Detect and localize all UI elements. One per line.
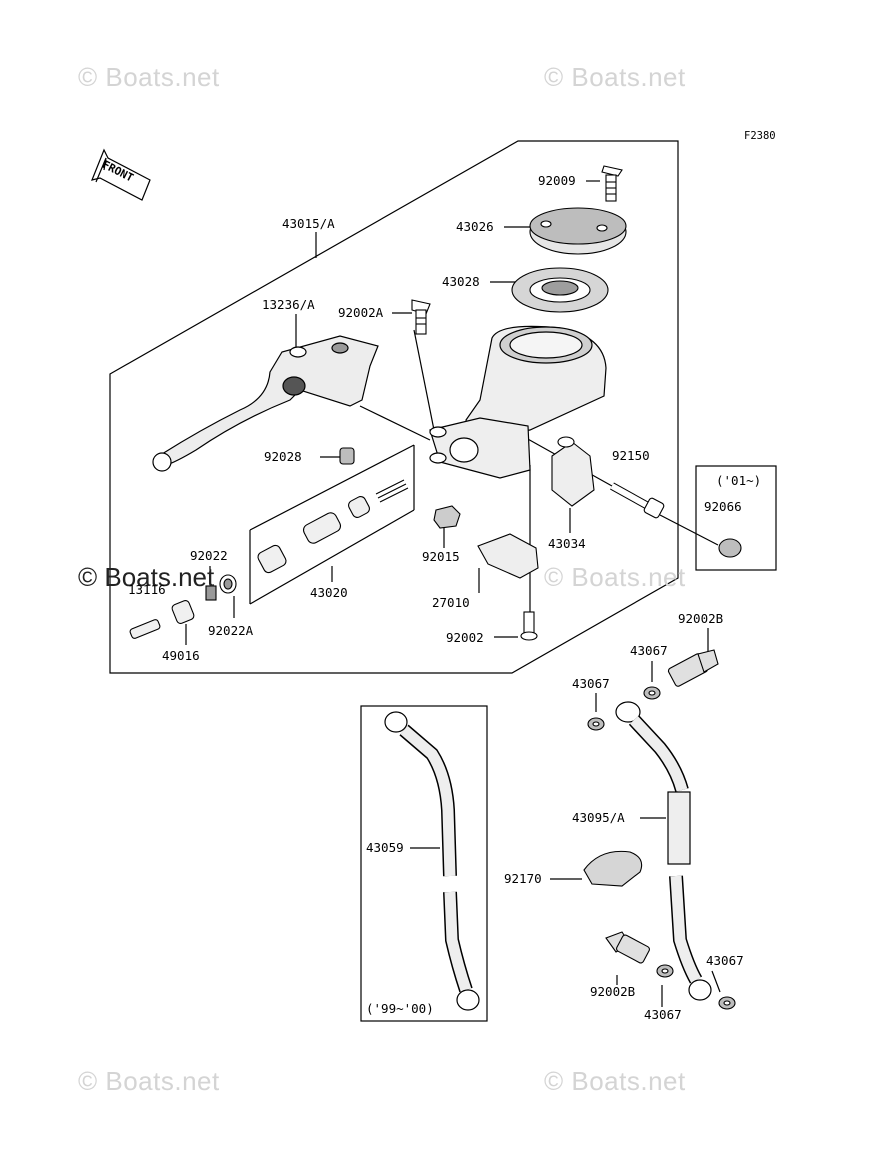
- assembly-outline: [109, 140, 679, 674]
- washer-43067-icon: [587, 686, 736, 1010]
- watermark: © Boats.net: [78, 62, 220, 92]
- part-label[interactable]: 92150: [612, 448, 650, 463]
- part-label[interactable]: 92022: [190, 548, 228, 563]
- hose-box-99-00: [360, 705, 488, 1022]
- switch-27010-icon: [477, 533, 539, 579]
- part-label[interactable]: 43059: [366, 840, 404, 855]
- master-cylinder-body-icon: [429, 325, 607, 479]
- front-arrow-icon: [91, 148, 151, 201]
- collar-92028-icon: [339, 447, 355, 465]
- part-label[interactable]: 92002: [446, 630, 484, 645]
- part-label[interactable]: 13236/A: [262, 297, 315, 312]
- part-label[interactable]: 49016: [162, 648, 200, 663]
- part-label[interactable]: 43067: [572, 676, 610, 691]
- part-label[interactable]: 43026: [456, 219, 494, 234]
- watermark: © Boats.net: [544, 562, 686, 592]
- part-label[interactable]: 43067: [644, 1007, 682, 1022]
- part-label[interactable]: 92015: [422, 549, 460, 564]
- clutch-lever-13236a-icon: [152, 335, 379, 472]
- banjo-bolt-92002b-bottom-icon: [605, 931, 650, 964]
- part-label[interactable]: 43095/A: [572, 810, 625, 825]
- nut-92015-icon: [433, 505, 461, 529]
- part-label[interactable]: 13116: [128, 582, 166, 597]
- part-label[interactable]: 27010: [432, 595, 470, 610]
- reservoir-cap-43026-icon: [529, 207, 627, 255]
- part-label[interactable]: 92009: [538, 173, 576, 188]
- screw-92002a-icon: [411, 299, 431, 335]
- clutch-hose-43095a-icon: [615, 701, 712, 1001]
- year-note-99-00: ('99~'00): [366, 1001, 434, 1016]
- part-label[interactable]: 92066: [704, 499, 742, 514]
- watermark: © Boats.net: [78, 562, 215, 592]
- part-label[interactable]: 92022A: [208, 623, 254, 638]
- cap-box-01: [695, 465, 777, 571]
- banjo-bolt-92002b-top-icon: [667, 649, 719, 687]
- part-label[interactable]: 92002B: [678, 611, 724, 626]
- clamp-43034-icon: [551, 436, 595, 507]
- part-label[interactable]: 43028: [442, 274, 480, 289]
- part-label[interactable]: 92002A: [338, 305, 384, 320]
- screw-92009-icon: [601, 165, 623, 202]
- part-label[interactable]: 43067: [630, 643, 668, 658]
- part-label[interactable]: 92028: [264, 449, 302, 464]
- cap-92066-icon: [718, 538, 742, 558]
- diaphragm-43028-icon: [511, 267, 609, 313]
- bolt-92150-icon: [610, 482, 665, 519]
- part-label[interactable]: 92170: [504, 871, 542, 886]
- figure-code: F2380: [744, 130, 776, 142]
- watermark: © Boats.net: [544, 62, 686, 92]
- part-label[interactable]: 92002B: [590, 984, 636, 999]
- clutch-hose-43059-icon: [384, 711, 480, 1011]
- part-label[interactable]: 43015/A: [282, 216, 335, 231]
- part-label[interactable]: 43020: [310, 585, 348, 600]
- screw-92002-icon: [520, 611, 538, 641]
- hose-clamp-92170-icon: [583, 850, 643, 887]
- piston-kit-43020-icon: [257, 479, 409, 574]
- pushrod-49016-icon: [129, 574, 237, 639]
- watermark: © Boats.net: [544, 1066, 686, 1096]
- part-label[interactable]: 43067: [706, 953, 744, 968]
- part-label[interactable]: 43034: [548, 536, 586, 551]
- watermark: © Boats.net: [78, 1066, 220, 1096]
- year-note-01: ('01~): [716, 473, 762, 488]
